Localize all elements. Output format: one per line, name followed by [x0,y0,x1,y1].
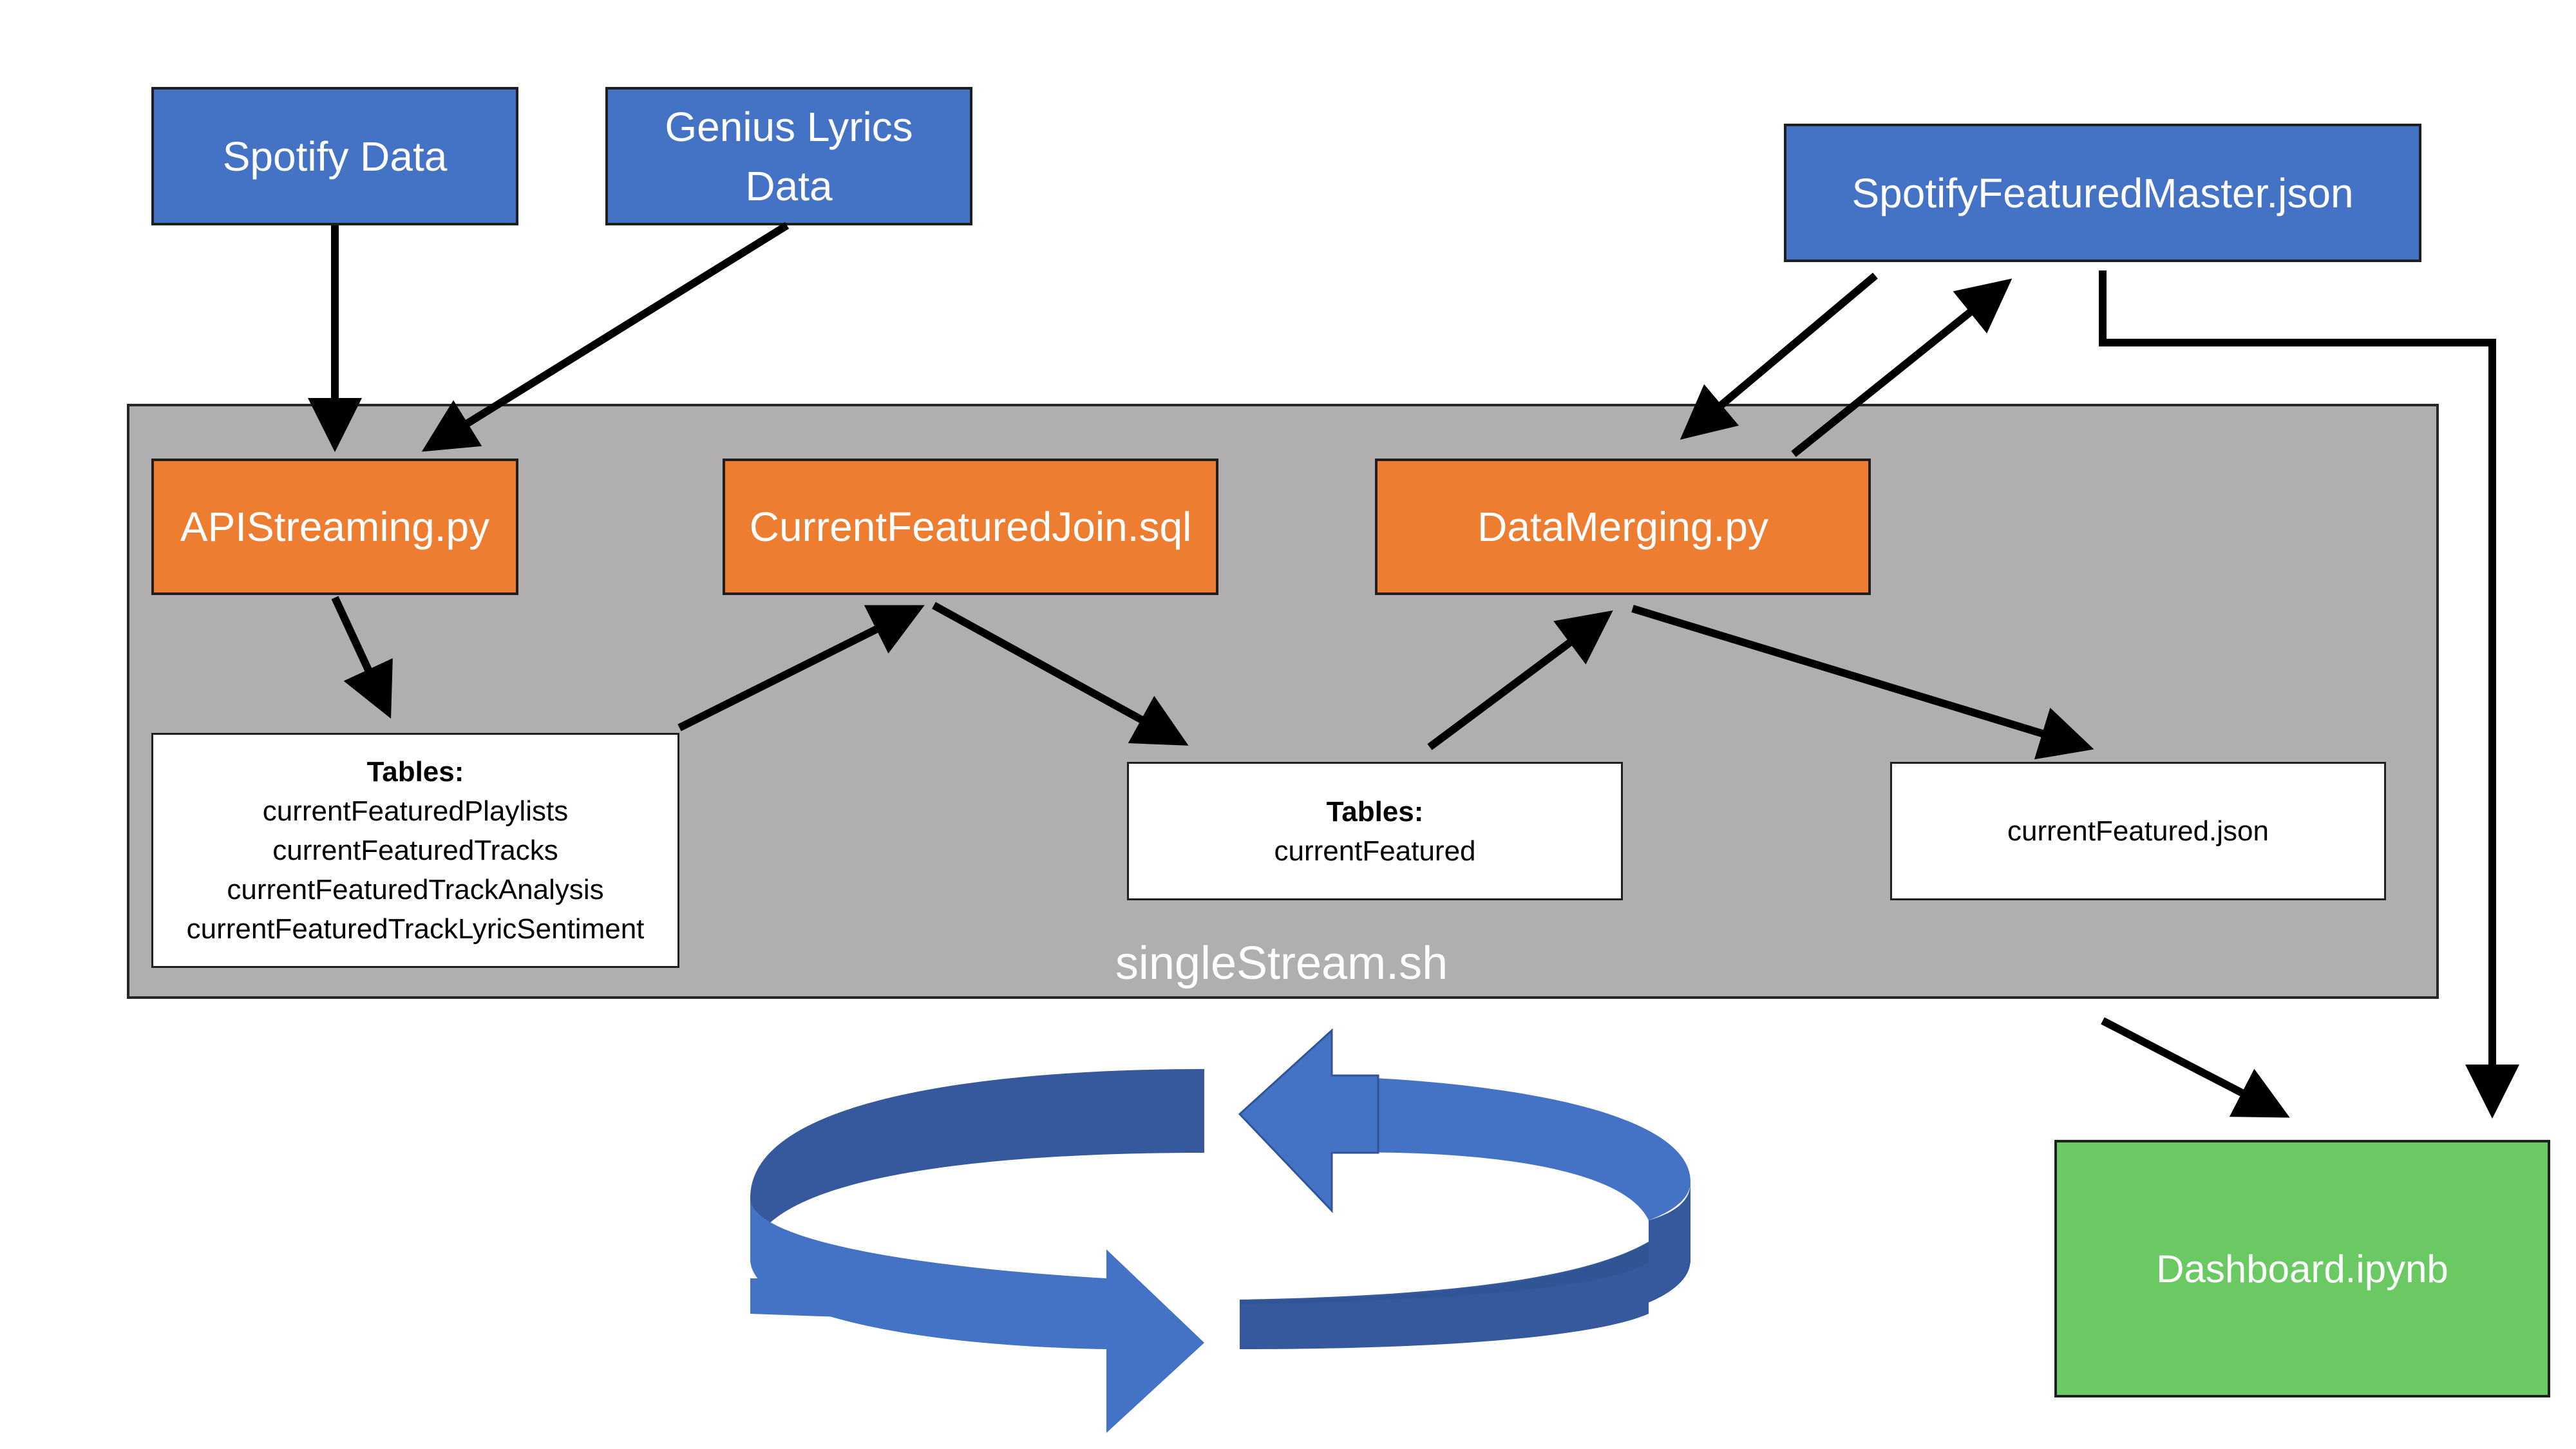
genius-lyrics-label-line1: Genius Lyrics [665,103,913,150]
spotify-featured-master-label: SpotifyFeaturedMaster.json [1852,169,2354,216]
single-stream-label: singleStream.sh [1115,938,1448,989]
current-featured-join-box: CurrentFeaturedJoin.sql [723,459,1218,595]
genius-lyrics-label-line2: Data [745,162,833,209]
arrow-merging-to-json [1631,605,2094,760]
spotify-featured-master-box: SpotifyFeaturedMaster.json [1784,124,2421,262]
current-featured-json-label: currentFeatured.json [2007,815,2269,847]
arrow-genius-to-api [421,222,790,452]
arrow-panel-to-dashboard [2101,1017,2290,1118]
arrow-api-to-tables1 [331,596,393,719]
tables-box-2: Tables: currentFeatured [1127,762,1623,900]
tables-box-1: Tables: currentFeaturedPlaylists current… [151,733,679,968]
arrow-tables1-to-join [677,605,925,732]
dashboard-label: Dashboard.ipynb [2156,1247,2448,1291]
arrow-master-to-dashboard [2099,270,2519,1119]
api-streaming-box: APIStreaming.py [151,459,518,595]
cycle-arrows-icon [750,1028,1690,1433]
table-item: currentFeaturedPlaylists [262,795,569,827]
arrow-tables2-to-merging [1427,610,1613,750]
tables-heading-1: Tables: [366,756,464,788]
spotify-data-box: Spotify Data [151,87,518,225]
table-item: currentFeaturedTracks [272,835,558,866]
dashboard-box: Dashboard.ipynb [2054,1140,2550,1397]
table-item: currentFeatured [1274,835,1476,867]
tables-heading-2: Tables: [1326,795,1424,828]
arrow-merging-to-master [1791,278,2012,457]
api-streaming-label: APIStreaming.py [180,504,490,550]
arrow-master-to-merging [1680,272,1878,440]
data-merging-box: DataMerging.py [1375,459,1871,595]
table-item: currentFeaturedTrackAnalysis [227,874,604,905]
genius-lyrics-box: Genius Lyrics Data [605,87,972,225]
arrow-join-to-tables2 [932,601,1189,746]
data-merging-label: DataMerging.py [1477,504,1768,550]
spotify-data-label: Spotify Data [222,133,448,180]
current-featured-json-box: currentFeatured.json [1890,762,2386,900]
current-featured-join-label: CurrentFeaturedJoin.sql [749,504,1192,550]
table-item: currentFeaturedTrackLyricSentiment [186,913,645,945]
